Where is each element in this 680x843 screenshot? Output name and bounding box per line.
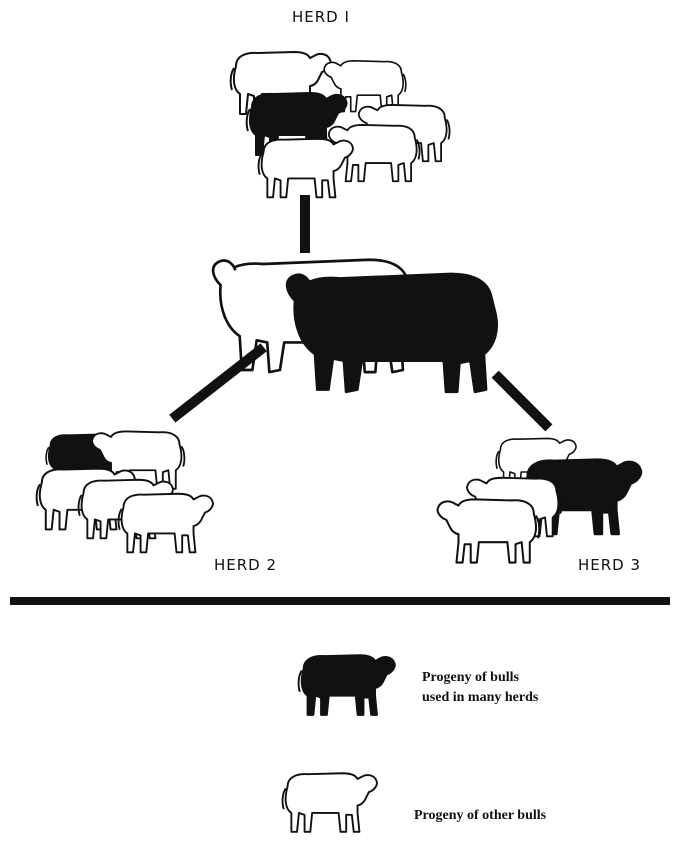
legend-white-text: Progeny of other bulls [414, 806, 546, 826]
white-calf-icon [116, 484, 220, 564]
herd-1-connector [300, 195, 310, 253]
section-divider [10, 597, 670, 605]
herd-3-label: HERD 3 [578, 556, 641, 574]
white-calf-icon [430, 490, 542, 574]
herd-1-label: HERD I [292, 8, 350, 26]
white-calf-icon [280, 764, 384, 843]
herd-2-label: HERD 2 [214, 556, 277, 574]
legend-black-line1: Progeny of bulls [422, 668, 538, 688]
black-calf-icon [296, 646, 402, 726]
legend-black-line2: used in many herds [422, 688, 538, 708]
legend-black-text: Progeny of bulls used in many herds [422, 668, 538, 708]
black-bull-icon [284, 266, 506, 402]
